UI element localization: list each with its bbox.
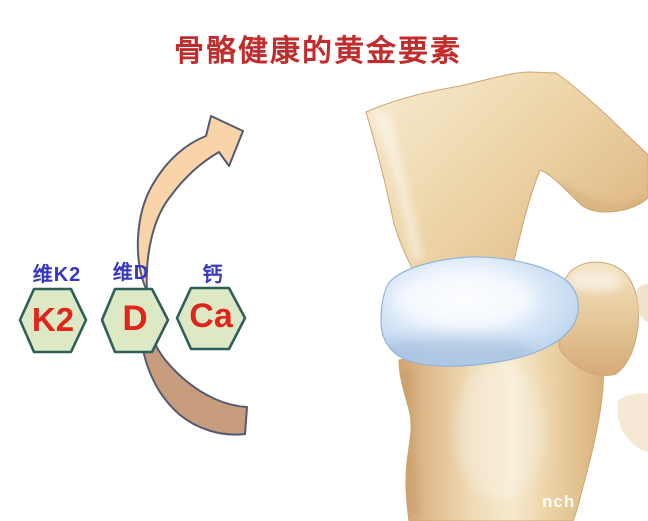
badge-ca-symbol: Ca [189, 297, 233, 335]
femur-highlight [372, 112, 424, 262]
corner-bone-fragment [617, 393, 648, 452]
watermark: nch [542, 492, 576, 511]
label-vitamin-d: 维D [112, 262, 150, 284]
hexagon-d [100, 287, 170, 354]
knob-highlight [567, 270, 623, 292]
hexagon-ca [175, 286, 247, 351]
curved-arrow-up-icon [136, 115, 244, 292]
cartilage-shade [381, 336, 535, 367]
label-calcium: 钙 [202, 264, 224, 286]
knee-joint-illustration [365, 71, 648, 521]
label-vitamin-k2: 维K2 [32, 264, 82, 286]
cartilage-highlight [393, 273, 537, 327]
curved-band-down-icon [141, 340, 248, 436]
tibia-highlight [455, 360, 545, 500]
bone-edge-fragment [636, 284, 648, 322]
hexagon-k2 [18, 287, 88, 354]
condyle-shade [560, 180, 648, 212]
badge-k2-symbol: K2 [31, 301, 75, 338]
badge-d-symbol: D [122, 299, 148, 338]
page-title: 骨骼健康的黄金要素 [174, 35, 462, 68]
